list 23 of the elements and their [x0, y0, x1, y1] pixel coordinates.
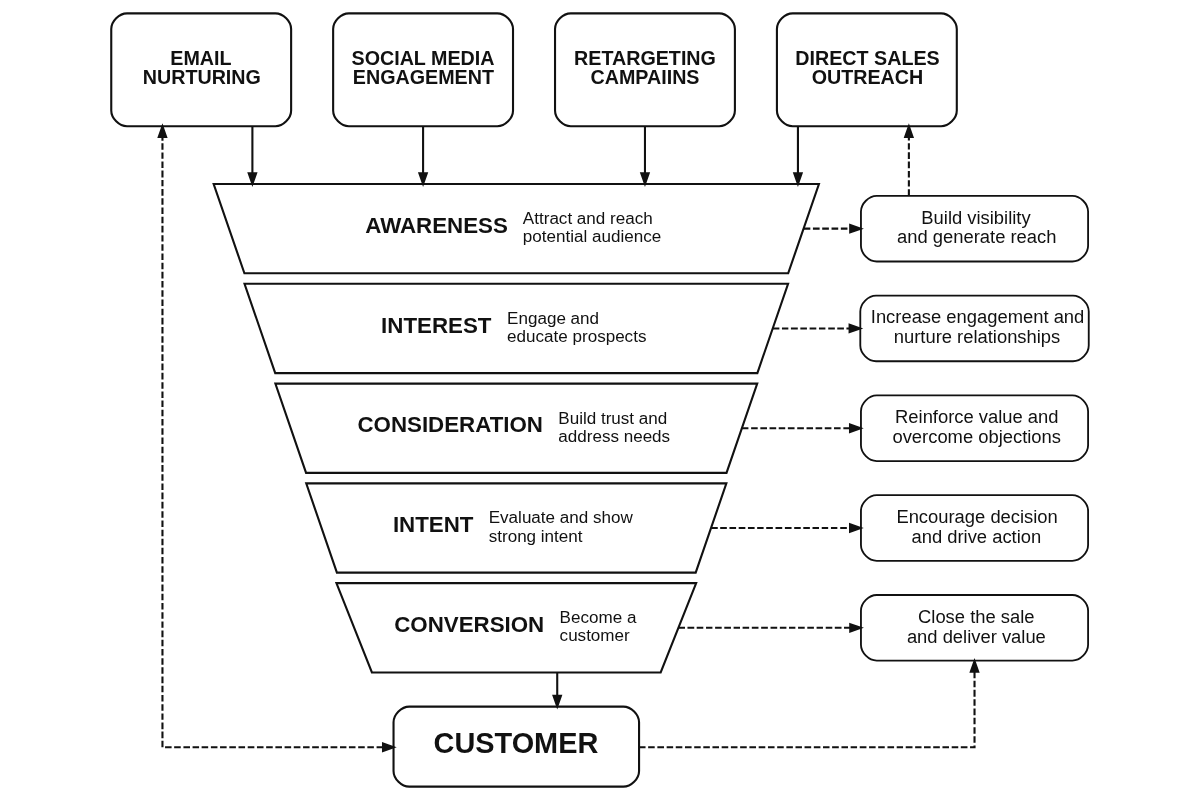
arrow	[639, 126, 651, 188]
arrow	[903, 123, 915, 196]
node-box: Reinforce value and overcome objections	[860, 394, 1089, 462]
arrow	[157, 123, 397, 753]
arrow	[772, 323, 864, 334]
node-box: Encourage decision and drive action	[860, 494, 1089, 562]
node-box: Increase engagement and nurture relationships	[859, 294, 1090, 363]
node-box: Build visibility and generate reach	[860, 194, 1089, 263]
node-box: DIRECT SALES OUTREACH	[775, 12, 958, 128]
node-box: RETARGETING CAMPAIINS	[554, 12, 736, 128]
arrow	[792, 126, 804, 188]
arrow	[417, 126, 429, 188]
arrow	[678, 622, 864, 633]
node-box: Close the sale and deliver value	[860, 594, 1089, 662]
node-box: EMAIL NURTURING	[110, 12, 293, 128]
arrow	[711, 522, 864, 534]
arrow	[639, 657, 980, 749]
node-box: SOCIAL MEDIA ENGAGEMENT	[332, 12, 515, 128]
arrow	[742, 423, 864, 434]
arrow	[552, 672, 563, 710]
arrow	[247, 126, 258, 188]
node-box: CUSTOMER	[392, 705, 641, 788]
arrow	[803, 223, 864, 234]
